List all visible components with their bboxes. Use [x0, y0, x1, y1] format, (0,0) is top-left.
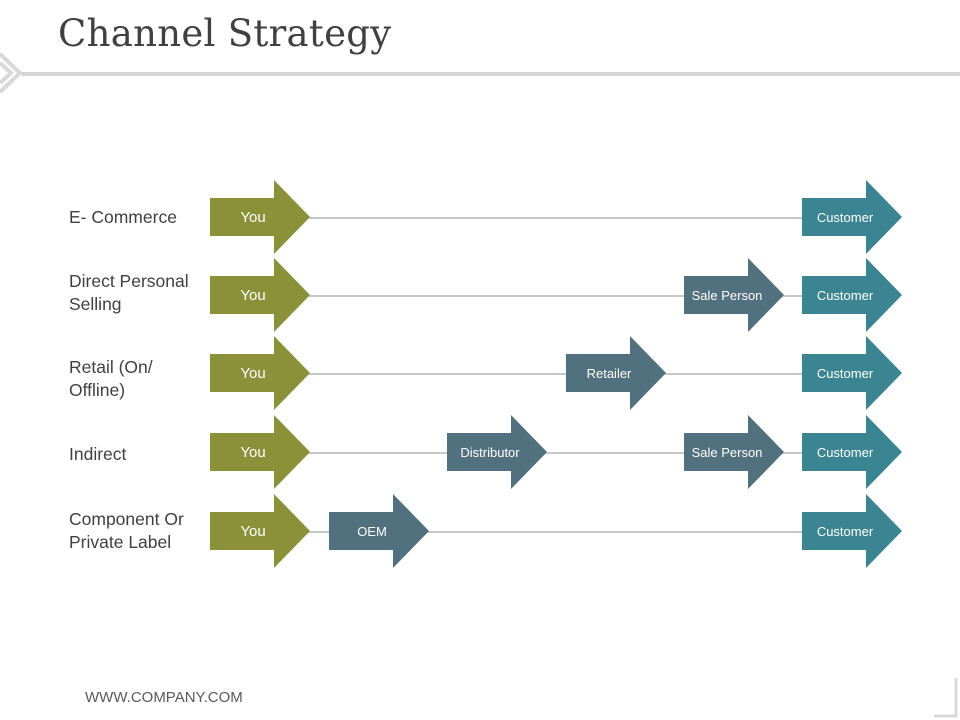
arrow-label: Customer — [816, 523, 874, 539]
you-arrow: You — [210, 494, 310, 568]
customer-arrow: Customer — [802, 258, 902, 332]
corner-bracket-icon — [934, 678, 958, 718]
oem-arrow: OEM — [329, 494, 429, 568]
flow-line — [300, 217, 830, 219]
you-arrow: You — [210, 258, 310, 332]
arrow-label: You — [240, 364, 266, 382]
sale-person-arrow: Sale Person — [684, 258, 784, 332]
flow-line — [300, 373, 830, 375]
arrow-label: You — [240, 443, 266, 461]
slide-title: Channel Strategy — [58, 12, 392, 55]
arrow-label: Customer — [816, 444, 874, 460]
row-label: Retail (On/ Offline) — [69, 357, 153, 400]
row-label: E- Commerce — [69, 207, 177, 227]
sale-person-arrow: Sale Person — [684, 415, 784, 489]
arrow-label: Customer — [816, 209, 874, 225]
arrow-label: OEM — [357, 523, 387, 539]
channel-row-direct-personal-selling: Direct Personal Selling You Sale Person … — [0, 258, 960, 334]
you-arrow: You — [210, 415, 310, 489]
flow-line — [300, 295, 830, 297]
arrow-label: You — [240, 286, 266, 304]
row-label: Indirect — [69, 444, 127, 464]
arrow-label: Customer — [816, 365, 874, 381]
customer-arrow: Customer — [802, 180, 902, 254]
customer-arrow: Customer — [802, 494, 902, 568]
title-divider — [22, 72, 960, 76]
arrow-label: You — [240, 208, 266, 226]
arrow-label: Distributor — [460, 444, 520, 460]
row-label: Direct Personal Selling — [69, 271, 189, 314]
row-label: Component Or Private Label — [69, 509, 184, 552]
customer-arrow: Customer — [802, 336, 902, 410]
arrow-label: Customer — [816, 287, 874, 303]
flow-line — [300, 452, 830, 454]
channel-row-component-private-label: Component Or Private Label You OEM Custo… — [0, 494, 960, 570]
channel-row-e-commerce: E- Commerce You Customer — [0, 180, 960, 256]
flow-line — [300, 531, 830, 533]
arrow-label: Sale Person — [691, 444, 763, 460]
retailer-arrow: Retailer — [566, 336, 666, 410]
you-arrow: You — [210, 336, 310, 410]
arrow-label: Sale Person — [691, 287, 763, 303]
footer-url: WWW.COMPANY.COM — [85, 689, 243, 706]
chevron-decoration-icon — [0, 52, 23, 94]
channel-row-indirect: Indirect You Distributor Sale Person Cus… — [0, 415, 960, 491]
arrow-label: Retailer — [586, 365, 632, 381]
you-arrow: You — [210, 180, 310, 254]
arrow-label: You — [240, 522, 266, 540]
channel-row-retail: Retail (On/ Offline) You Retailer Custom… — [0, 336, 960, 412]
distributor-arrow: Distributor — [447, 415, 547, 489]
customer-arrow: Customer — [802, 415, 902, 489]
